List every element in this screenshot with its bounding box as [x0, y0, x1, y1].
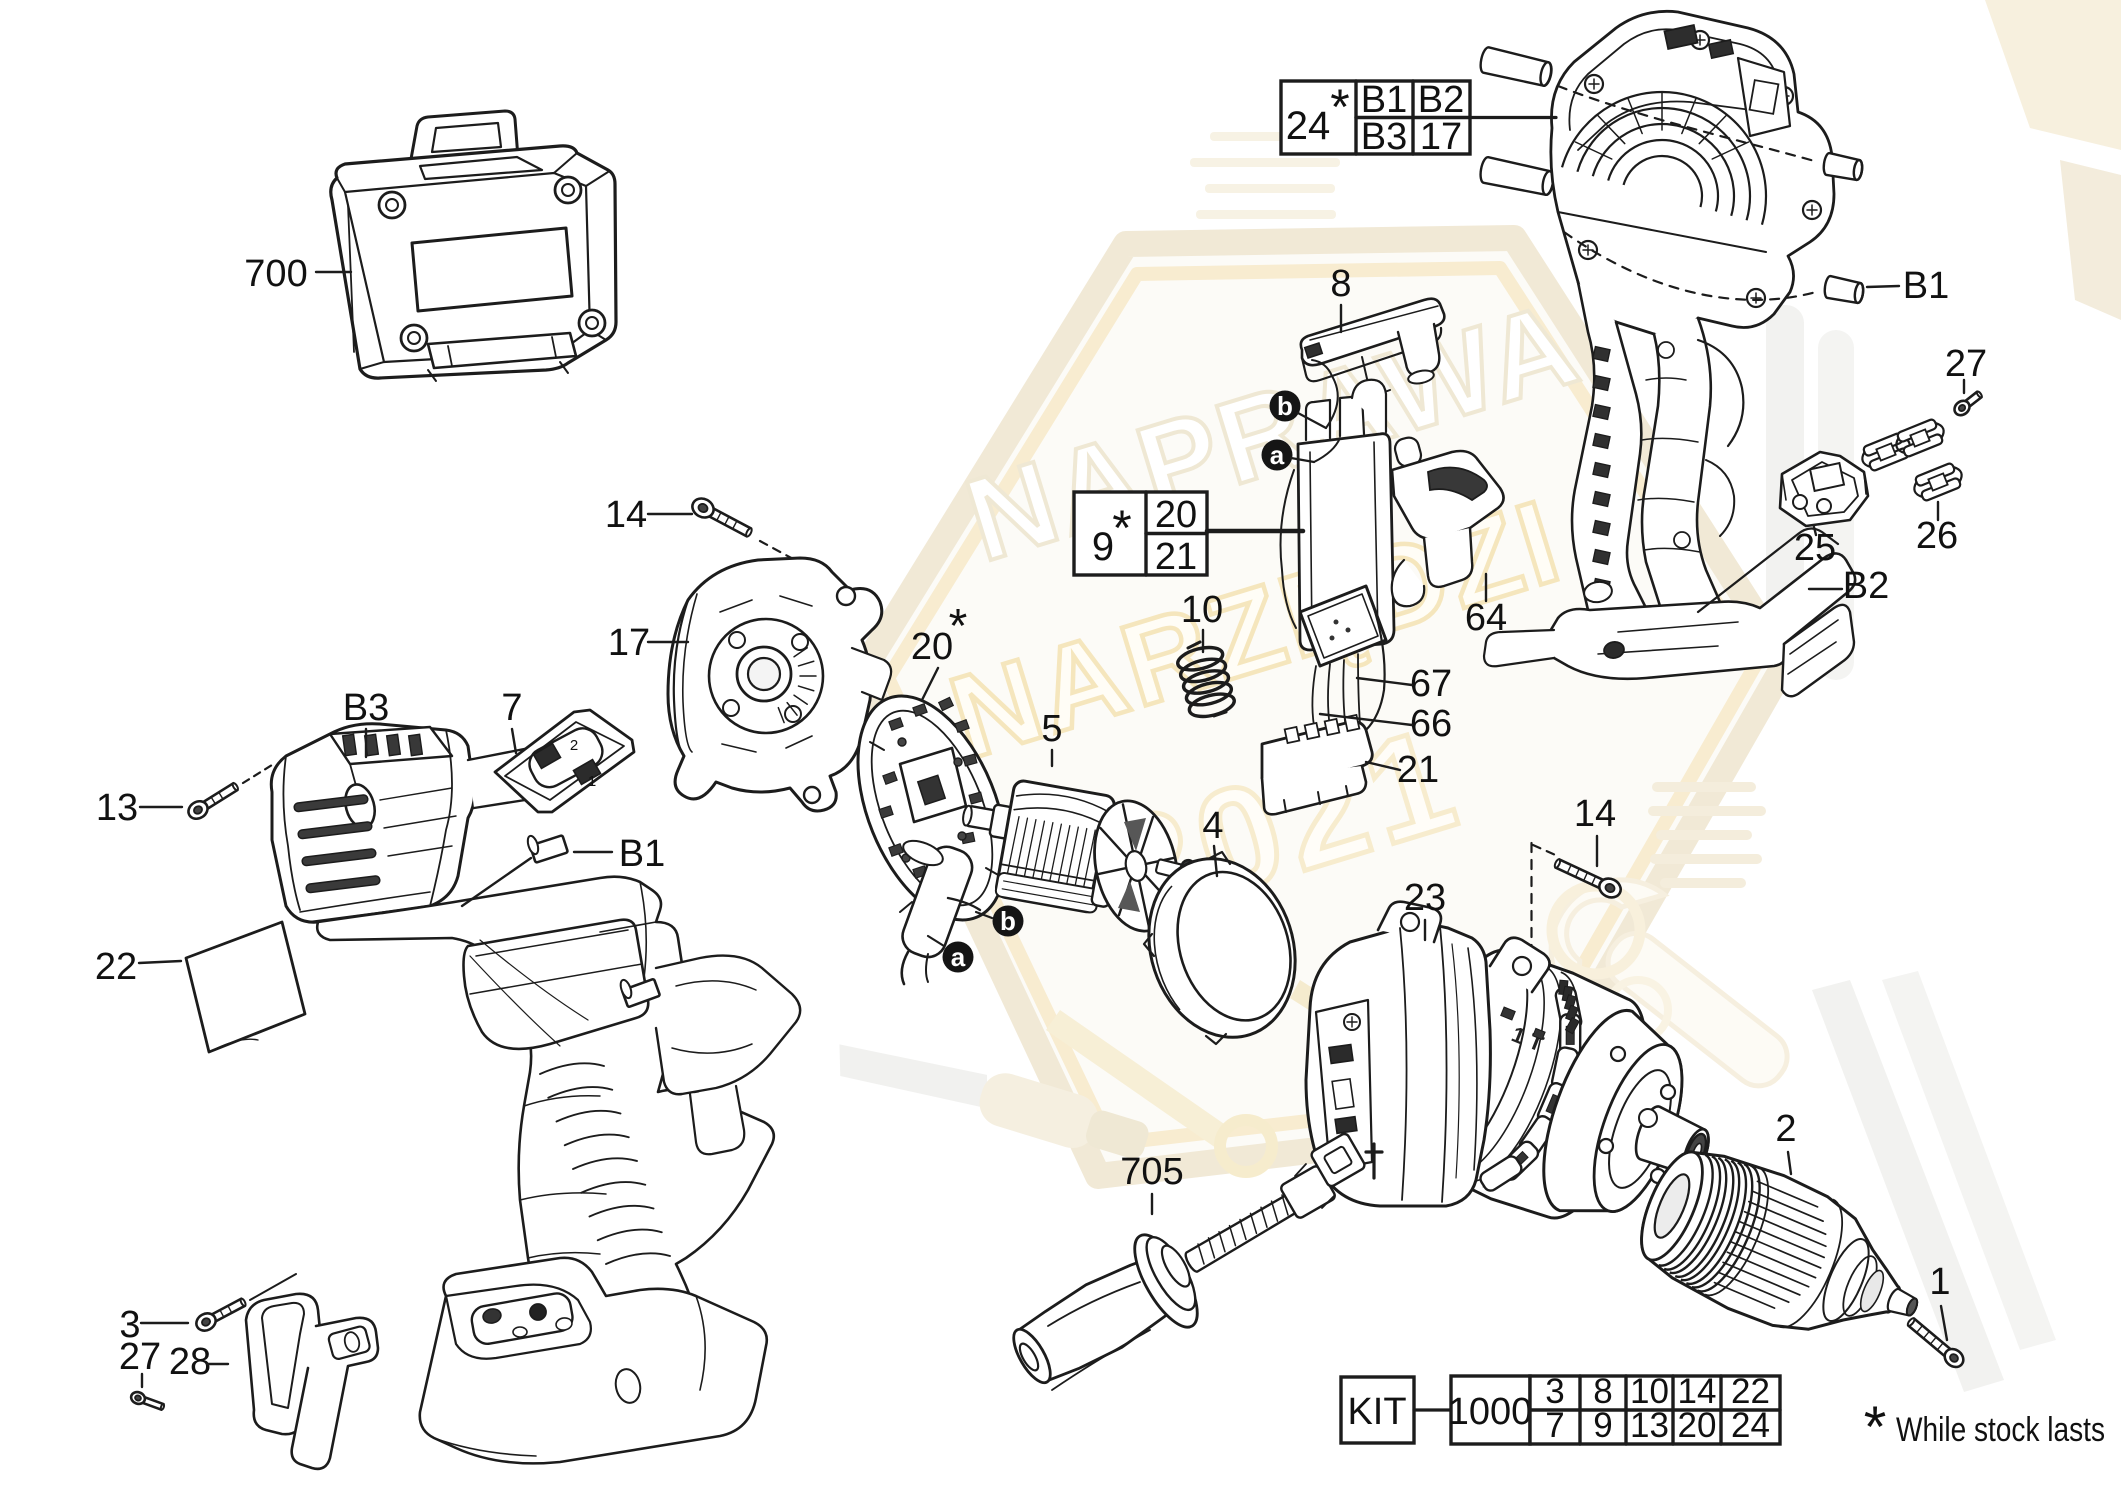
svg-text:10: 10: [1630, 1372, 1669, 1411]
svg-text:9: 9: [1092, 525, 1114, 569]
svg-text:B2: B2: [1418, 79, 1464, 121]
svg-text:22: 22: [95, 946, 137, 988]
svg-text:2: 2: [1775, 1108, 1796, 1150]
svg-text:27: 27: [1945, 343, 1987, 385]
svg-text:23: 23: [1404, 877, 1446, 919]
svg-text:1: 1: [588, 773, 596, 790]
svg-text:a: a: [1270, 440, 1285, 470]
svg-text:10: 10: [1181, 589, 1223, 631]
svg-text:*: *: [1112, 500, 1131, 556]
svg-text:1000: 1000: [1448, 1391, 1533, 1433]
svg-text:*: *: [1864, 1395, 1887, 1460]
svg-text:64: 64: [1465, 597, 1507, 639]
svg-text:KIT: KIT: [1347, 1391, 1406, 1433]
svg-text:26: 26: [1916, 515, 1958, 557]
svg-text:B2: B2: [1843, 565, 1889, 607]
svg-text:9: 9: [1593, 1406, 1612, 1445]
svg-text:2: 2: [570, 737, 578, 754]
svg-text:28: 28: [169, 1341, 211, 1383]
svg-text:8: 8: [1593, 1372, 1612, 1411]
svg-text:13: 13: [1630, 1406, 1669, 1445]
svg-text:17: 17: [1420, 116, 1462, 158]
svg-text:14: 14: [1678, 1372, 1717, 1411]
svg-text:4: 4: [1202, 805, 1223, 847]
svg-text:13: 13: [96, 787, 138, 829]
svg-text:b: b: [1000, 906, 1016, 936]
svg-text:20: 20: [1155, 494, 1197, 536]
svg-text:*: *: [949, 600, 968, 653]
svg-text:B1: B1: [619, 833, 665, 875]
svg-text:66: 66: [1410, 703, 1452, 745]
svg-text:3: 3: [1545, 1372, 1564, 1411]
svg-text:14: 14: [605, 494, 647, 536]
svg-text:8: 8: [1330, 263, 1351, 305]
svg-text:705: 705: [1120, 1151, 1183, 1193]
svg-text:B1: B1: [1903, 265, 1949, 307]
svg-text:67: 67: [1410, 663, 1452, 705]
svg-text:a: a: [951, 942, 966, 972]
svg-text:*: *: [1330, 79, 1349, 135]
svg-text:22: 22: [1731, 1372, 1770, 1411]
svg-text:While stock lasts: While stock lasts: [1896, 1411, 2105, 1449]
svg-text:700: 700: [244, 253, 307, 295]
svg-text:b: b: [1277, 391, 1293, 421]
svg-text:20: 20: [1678, 1406, 1717, 1445]
svg-text:27: 27: [119, 1336, 161, 1378]
svg-text:24: 24: [1731, 1406, 1770, 1445]
svg-text:21: 21: [1155, 536, 1197, 578]
svg-text:3: 3: [119, 1304, 140, 1346]
svg-text:24: 24: [1286, 104, 1331, 148]
svg-text:B1: B1: [1361, 79, 1407, 121]
svg-text:7: 7: [501, 687, 522, 729]
svg-text:14: 14: [1574, 793, 1616, 835]
svg-text:B3: B3: [343, 687, 389, 729]
svg-text:21: 21: [1397, 749, 1439, 791]
svg-text:17: 17: [608, 622, 650, 664]
svg-text:20: 20: [911, 626, 953, 668]
svg-text:5: 5: [1041, 708, 1062, 750]
svg-text:1: 1: [1929, 1261, 1950, 1303]
svg-text:7: 7: [1545, 1406, 1564, 1445]
svg-text:B3: B3: [1361, 116, 1407, 158]
